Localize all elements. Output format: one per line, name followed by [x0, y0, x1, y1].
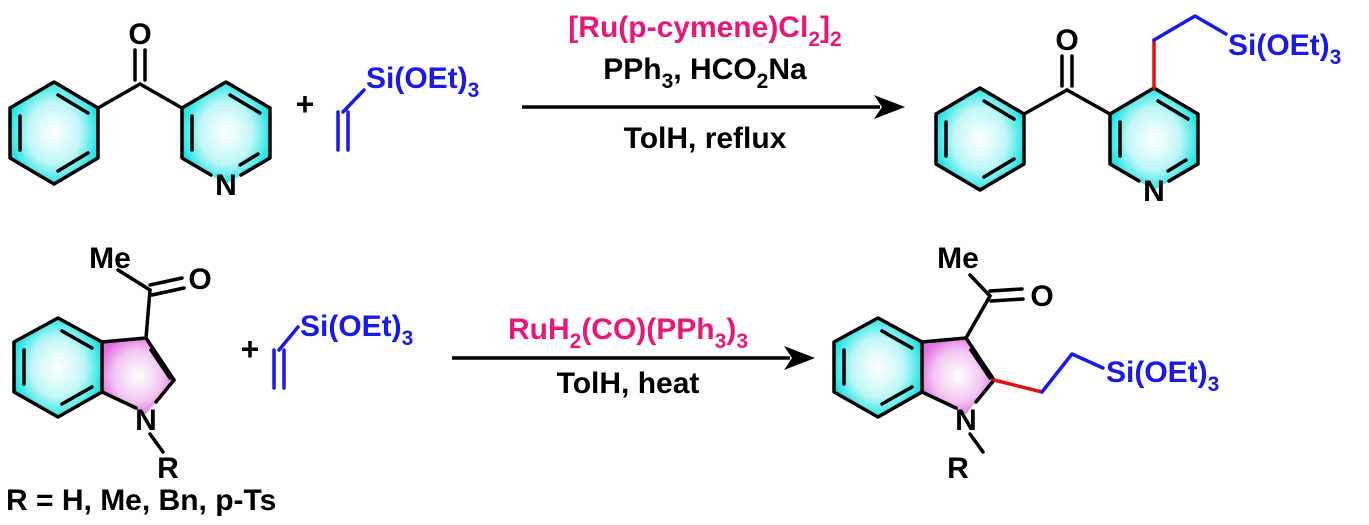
- product-r-group-label: R: [947, 452, 969, 485]
- reactant-3-acetylindole: N R Me O: [12, 242, 212, 485]
- product-silane-label-2: Si(OEt)3: [1106, 356, 1219, 396]
- product-indole-nitrogen-label: N: [955, 404, 977, 437]
- acetyl-oxygen-label: O: [188, 263, 211, 296]
- product-alkylated-pyridine: O N Si(OEt)3: [934, 14, 1341, 208]
- vinyl-silane-label-2: Si(OEt)3: [300, 310, 413, 350]
- benzene-ring-fill: [10, 82, 98, 184]
- reactant-vinyltriethoxysilane-2: Si(OEt)3: [272, 310, 413, 390]
- catalyst-ru-cymene: [Ru(p-cymene)Cl2]2: [568, 11, 841, 51]
- product-nitrogen-label: N: [1143, 175, 1165, 208]
- reaction-2-arrow: [452, 346, 815, 370]
- ketone-oxygen-label: O: [128, 18, 151, 51]
- plus-sign-1: +: [296, 86, 315, 122]
- vinyl-silane-label: Si(OEt)3: [366, 62, 479, 102]
- r-group-definition: R = H, Me, Bn, p-Ts: [6, 484, 276, 517]
- reactant-3-benzoylpyridine: O N: [8, 18, 272, 202]
- reagents-pph3-hco2na: PPh3, HCO2Na: [603, 53, 807, 93]
- r-group-label: R: [157, 452, 179, 485]
- solvent-toluene-reflux: TolH, reflux: [624, 122, 787, 155]
- plus-sign-2: +: [241, 331, 260, 367]
- product-oxygen-label: O: [1055, 24, 1078, 57]
- pyridine-nitrogen-label: N: [215, 169, 237, 202]
- reaction-1-arrow: [522, 95, 905, 119]
- product-methyl-label: Me: [937, 242, 979, 275]
- indole-nitrogen-label: N: [135, 404, 157, 437]
- product-silane-label: Si(OEt)3: [1228, 29, 1341, 69]
- new-c2-bond: [992, 378, 1044, 394]
- reactant-vinyltriethoxysilane-1: Si(OEt)3: [336, 62, 479, 152]
- solvent-toluene-heat: TolH, heat: [557, 367, 700, 400]
- product-c2-alkylated-indole: N R Me O Si(OEt)3: [832, 242, 1219, 485]
- product-acetyl-oxygen-label: O: [1030, 280, 1053, 313]
- methyl-label: Me: [89, 242, 131, 275]
- catalyst-ruh2-co-pph3: RuH2(CO)(PPh3)3: [508, 313, 748, 353]
